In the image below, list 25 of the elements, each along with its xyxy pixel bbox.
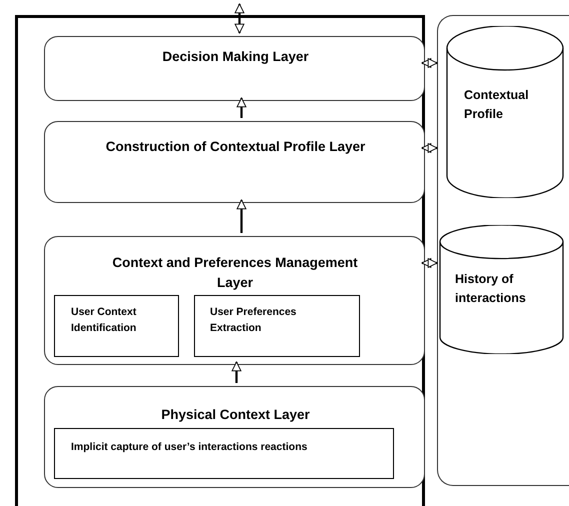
layer-title: Construction of Contextual Profile Layer [104, 138, 366, 156]
component-box [194, 295, 360, 357]
component-label: User Context Identification [71, 305, 138, 336]
layer-box [44, 386, 425, 488]
arrow [236, 200, 246, 233]
layer-title: Context and Preferences Management Layer [111, 254, 359, 292]
outer-frame [15, 15, 425, 506]
component-label: Implicit capture of user’s interactions reactions [71, 440, 308, 455]
store-label: History of interactions [455, 271, 527, 308]
arrow [234, 4, 244, 34]
arrow [236, 98, 246, 118]
storage-panel [437, 15, 569, 486]
layer-title: Physical Context Layer [160, 406, 311, 424]
component-box [54, 428, 394, 479]
store-label: Contextual Profile [464, 87, 530, 124]
arrow [422, 143, 438, 153]
arrow [232, 362, 242, 383]
arrow [422, 58, 438, 68]
component-box [54, 295, 179, 357]
arrow [422, 258, 438, 268]
layer-box [44, 121, 425, 203]
layer-title: Decision Making Layer [161, 48, 310, 66]
layer-box [44, 236, 425, 365]
layer-box [44, 36, 425, 101]
component-label: User Preferences Extraction [210, 305, 298, 336]
